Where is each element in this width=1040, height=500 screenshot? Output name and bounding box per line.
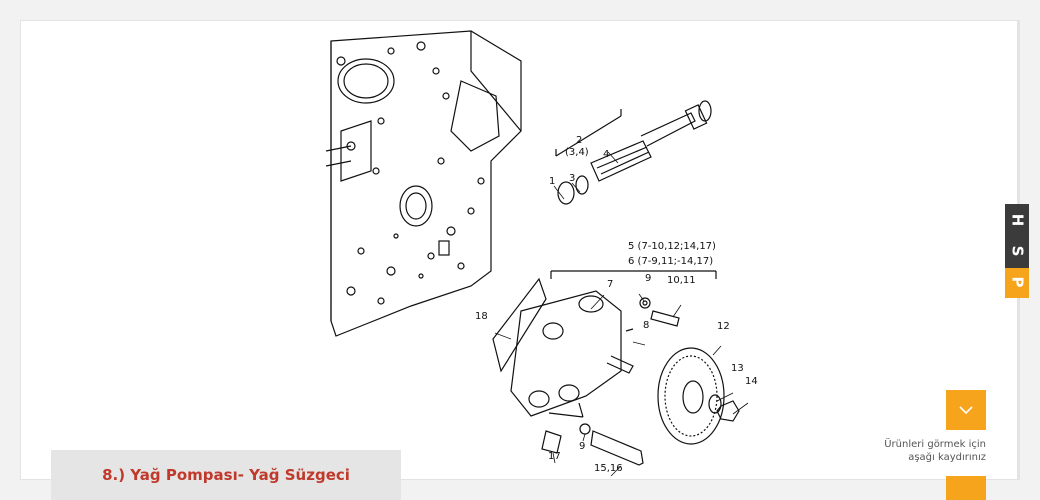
label-6: 6 (7-9,11;-14,17) (628, 256, 713, 267)
label-10-11: 10,11 (667, 275, 696, 286)
bottom-accent-tab[interactable] (946, 476, 986, 500)
hsp-letters: H S P (1005, 204, 1029, 298)
label-2-sub: (3,4) (565, 147, 589, 158)
diagram-caption: 8.) Yağ Pompası- Yağ Süzgeci (51, 450, 401, 500)
caption-text: 8.) Yağ Pompası- Yağ Süzgeci (102, 466, 350, 484)
scroll-down-button[interactable] (946, 390, 986, 430)
scroll-hint-line1: Ürünleri görmek için (884, 439, 986, 450)
hsp-accent (1005, 268, 1029, 298)
label-3: 3 (569, 173, 575, 184)
label-7: 7 (607, 279, 613, 290)
label-2: 2 (576, 135, 582, 146)
leader-lines (494, 151, 749, 477)
hsp-letter-p: P (1008, 276, 1026, 288)
hsp-letter-s: S (1008, 245, 1026, 257)
label-1: 1 (549, 176, 555, 187)
parts-diagram: 1 2 (3,4) 3 4 5 (7-10,12;14,17) 6 (7-9,1… (321, 21, 801, 479)
label-12: 12 (717, 321, 730, 332)
label-18: 18 (475, 311, 488, 322)
hsp-letter-h: H (1008, 213, 1026, 226)
label-15-16: 15,16 (594, 463, 623, 474)
chevron-down-icon (959, 406, 973, 415)
oil-strainer-group (555, 100, 712, 205)
label-9-bottom: 9 (579, 441, 585, 452)
hsp-side-badge[interactable]: H S P (1005, 204, 1029, 298)
oil-pump-group (492, 270, 740, 466)
scroll-hint: Ürünleri görmek için aşağı kaydırınız (860, 438, 986, 464)
scroll-hint-line2: aşağı kaydırınız (908, 452, 986, 463)
content-card: 1 2 (3,4) 3 4 5 (7-10,12;14,17) 6 (7-9,1… (20, 20, 1018, 480)
label-5: 5 (7-10,12;14,17) (628, 241, 716, 252)
parts-diagram-drawing: 1 2 (3,4) 3 4 5 (7-10,12;14,17) 6 (7-9,1… (325, 30, 758, 477)
callout-labels: 1 2 (3,4) 3 4 5 (7-10,12;14,17) 6 (7-9,1… (475, 135, 758, 474)
engine-plate (325, 30, 522, 337)
label-14: 14 (745, 376, 758, 387)
label-17: 17 (548, 451, 561, 462)
label-8: 8 (643, 320, 649, 331)
label-4: 4 (603, 149, 609, 160)
label-13: 13 (731, 363, 744, 374)
label-9-top: 9 (645, 273, 651, 284)
